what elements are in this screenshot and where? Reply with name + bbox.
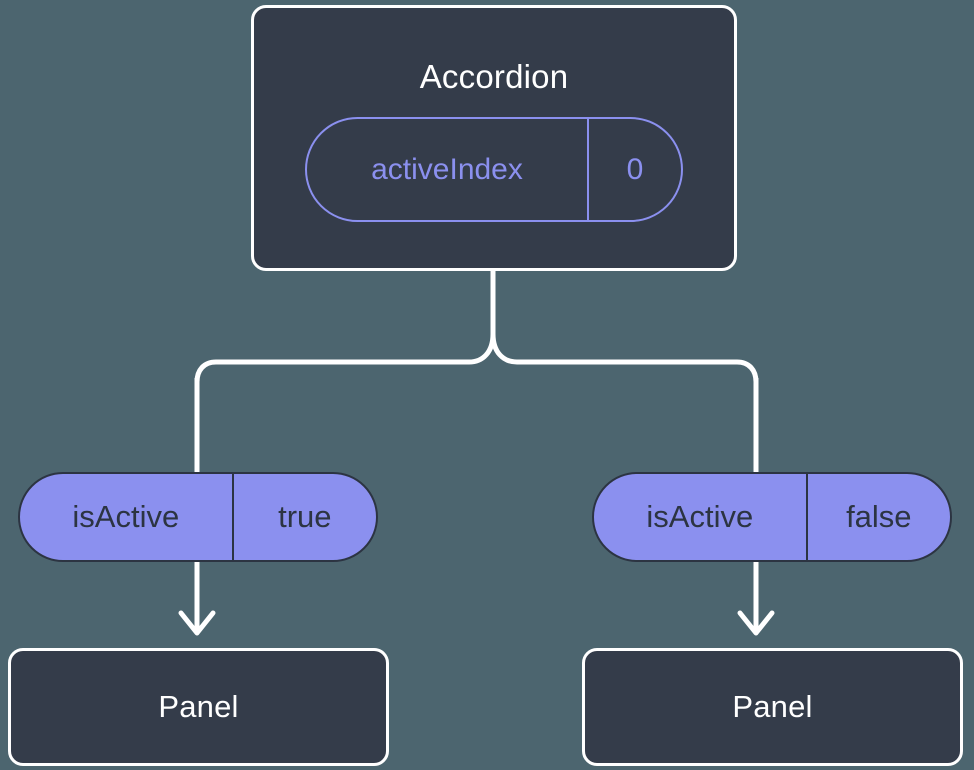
arrow-head-left-icon [178, 610, 216, 636]
connector-branch-right [490, 331, 759, 385]
panel-node-left[interactable]: Panel [8, 648, 389, 766]
panel-node-right-title: Panel [732, 689, 813, 724]
state-pill-active-index[interactable]: activeIndex 0 [305, 117, 683, 222]
connector-branch-left [194, 331, 496, 385]
panel-node-left-title: Panel [158, 689, 239, 724]
arrow-head-right-icon [737, 610, 775, 636]
accordion-node-title: Accordion [419, 58, 569, 95]
panel-node-right[interactable]: Panel [582, 648, 963, 766]
prop-pill-is-active-false[interactable]: isActive false [592, 472, 952, 562]
prop-pill-is-active-true-value: true [231, 474, 376, 560]
prop-pill-is-active-true-key: isActive [72, 499, 180, 534]
prop-pill-is-active-false-value: false [805, 474, 950, 560]
state-pill-active-index-key: activeIndex [371, 152, 523, 186]
state-pill-active-index-value: 0 [586, 119, 681, 220]
prop-pill-is-active-true[interactable]: isActive true [18, 472, 378, 562]
prop-pill-is-active-false-key: isActive [646, 499, 754, 534]
